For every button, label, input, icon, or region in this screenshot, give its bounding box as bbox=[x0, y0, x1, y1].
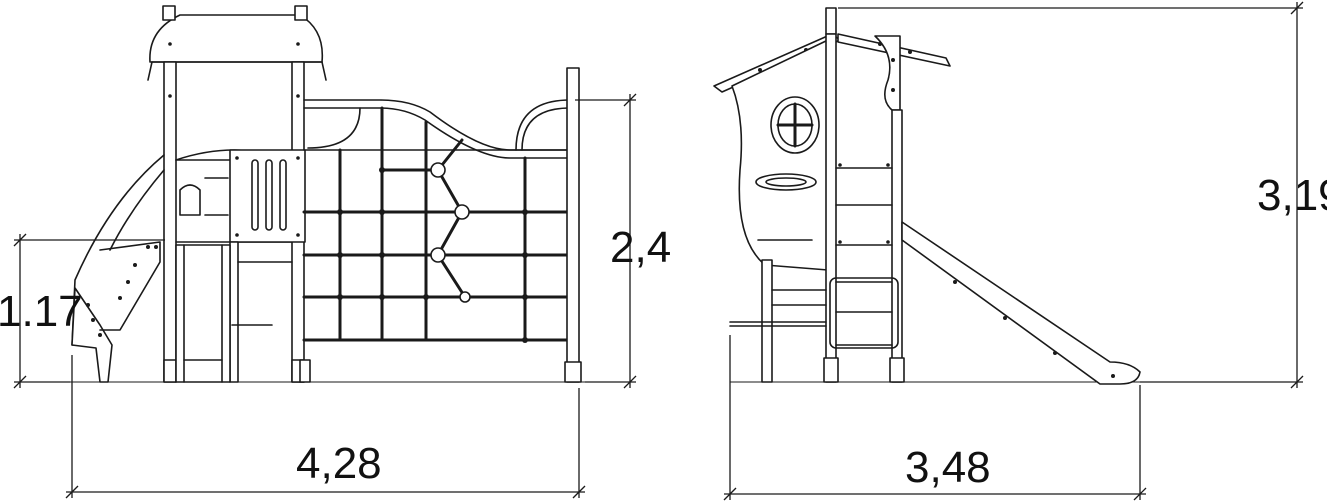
side-height-label: 3,19 bbox=[1257, 171, 1327, 220]
side-lower-frame bbox=[729, 259, 827, 383]
climbing-net bbox=[302, 106, 572, 343]
front-view: 1.17 2,4 4,28 bbox=[0, 5, 671, 499]
front-slide bbox=[71, 154, 165, 383]
side-seat bbox=[755, 173, 817, 241]
ladder bbox=[175, 244, 231, 383]
side-slide bbox=[901, 221, 1141, 385]
tower-posts bbox=[163, 61, 305, 383]
dimension-front-width: 4,28 bbox=[65, 355, 586, 499]
front-height-label: 2,4 bbox=[610, 223, 671, 272]
dimension-side-height: 3,19 bbox=[838, 1, 1327, 389]
dimension-front-height: 2,4 bbox=[575, 93, 671, 389]
dimension-side-width: 3,48 bbox=[723, 335, 1147, 501]
front-width-label: 4,28 bbox=[296, 439, 382, 488]
side-ladder bbox=[829, 163, 899, 349]
side-posts bbox=[823, 33, 905, 383]
dimension-platform-height: 1.17 bbox=[0, 233, 165, 389]
net-right-post bbox=[299, 67, 582, 383]
net-frame bbox=[303, 99, 571, 159]
round-window bbox=[770, 96, 820, 154]
climbing-panel bbox=[229, 149, 306, 383]
platform-height-label: 1.17 bbox=[0, 287, 83, 336]
side-view: 3,19 3,48 bbox=[713, 1, 1327, 501]
side-width-label: 3,48 bbox=[905, 443, 991, 492]
